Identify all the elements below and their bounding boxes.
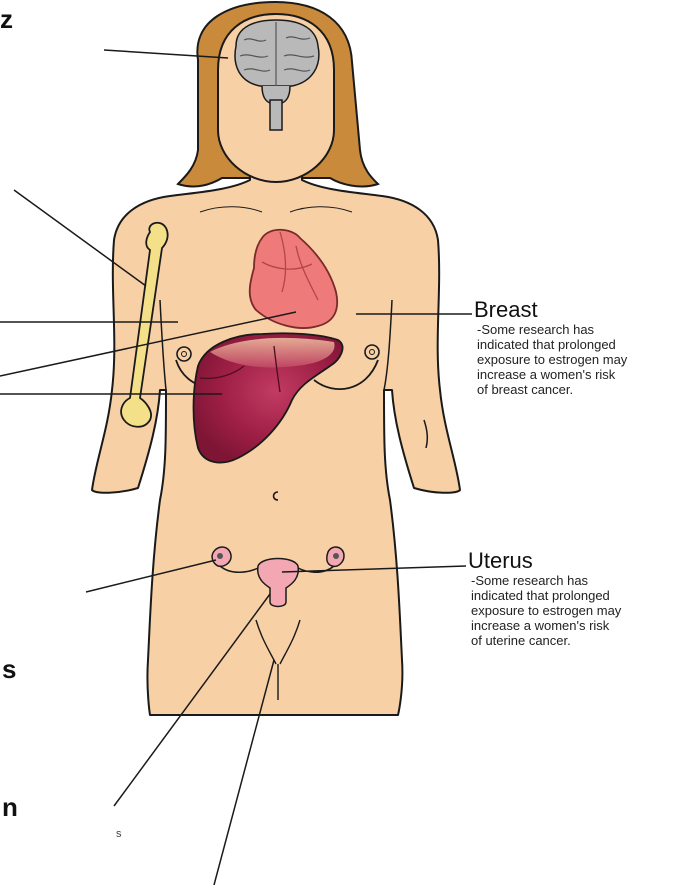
cropped-fragment-top: z [0, 4, 13, 35]
cropped-fragment-bottom: s [116, 828, 122, 840]
uterus-description: -Some research has indicated that prolon… [471, 573, 673, 648]
nipple-left [177, 347, 191, 361]
breast-callout: Breast -Some research has indicated that… [474, 298, 674, 397]
breast-label: Breast [474, 298, 674, 322]
cropped-fragment-lower: n [2, 792, 18, 823]
cropped-fragment-middle: s [2, 654, 16, 685]
nipple-right [365, 345, 379, 359]
uterus-label: Uterus [468, 549, 673, 573]
uterus-callout: Uterus -Some research has indicated that… [468, 549, 673, 648]
breast-description: -Some research has indicated that prolon… [477, 322, 674, 397]
